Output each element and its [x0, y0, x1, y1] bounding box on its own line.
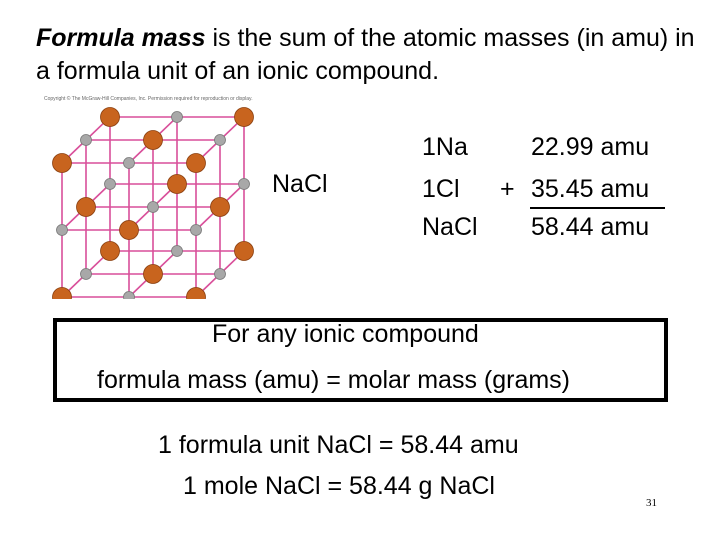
lattice-atoms — [52, 107, 254, 299]
equation-formula-unit: 1 formula unit NaCl = 58.44 amu — [158, 431, 519, 459]
copyright-notice: Copyright © The McGraw-Hill Companies, I… — [44, 96, 253, 102]
sodium-ion — [123, 291, 135, 299]
sodium-ion — [104, 178, 116, 190]
calc-row-2-value: 35.45 amu — [531, 175, 650, 203]
chloride-ion — [52, 153, 72, 173]
chloride-ion — [143, 264, 163, 284]
calc-row-3-name: NaCl — [422, 213, 478, 241]
calc-row-1-value: 22.99 amu — [531, 133, 650, 161]
chloride-ion — [234, 241, 254, 261]
chloride-ion — [186, 287, 206, 299]
calc-row-2-operator: + — [500, 175, 515, 203]
sodium-ion — [80, 134, 92, 146]
chloride-ion — [167, 174, 187, 194]
chloride-ion — [210, 197, 230, 217]
sodium-ion — [147, 201, 159, 213]
sodium-ion — [171, 245, 183, 257]
chloride-ion — [186, 153, 206, 173]
chloride-ion — [234, 107, 254, 127]
sodium-ion — [80, 268, 92, 280]
sodium-ion — [214, 268, 226, 280]
title-emphasis: Formula mass — [36, 24, 206, 52]
calc-row-2-name: 1Cl — [422, 175, 460, 203]
nacl-crystal-lattice — [52, 107, 254, 299]
sodium-ion — [190, 224, 202, 236]
chloride-ion — [52, 287, 72, 299]
sum-underline — [530, 207, 665, 209]
chloride-ion — [100, 241, 120, 261]
title-rest: is the sum of the atomic masses (in amu)… — [36, 24, 695, 85]
sodium-ion — [171, 111, 183, 123]
chloride-ion — [76, 197, 96, 217]
calc-row-3-value: 58.44 amu — [531, 213, 650, 241]
calc-row-1-name: 1Na — [422, 133, 468, 161]
page-number: 31 — [646, 497, 657, 509]
sodium-ion — [214, 134, 226, 146]
figure-label: NaCl — [272, 170, 328, 198]
sodium-ion — [56, 224, 68, 236]
chloride-ion — [143, 130, 163, 150]
slide-title: Formula mass is the sum of the atomic ma… — [36, 22, 696, 88]
chloride-ion — [119, 220, 139, 240]
highlight-box — [53, 318, 668, 402]
box-line-1: For any ionic compound — [212, 320, 479, 348]
equation-mole: 1 mole NaCl = 58.44 g NaCl — [183, 472, 495, 500]
chloride-ion — [100, 107, 120, 127]
sodium-ion — [238, 178, 250, 190]
sodium-ion — [123, 157, 135, 169]
box-line-2: formula mass (amu) = molar mass (grams) — [97, 366, 570, 394]
